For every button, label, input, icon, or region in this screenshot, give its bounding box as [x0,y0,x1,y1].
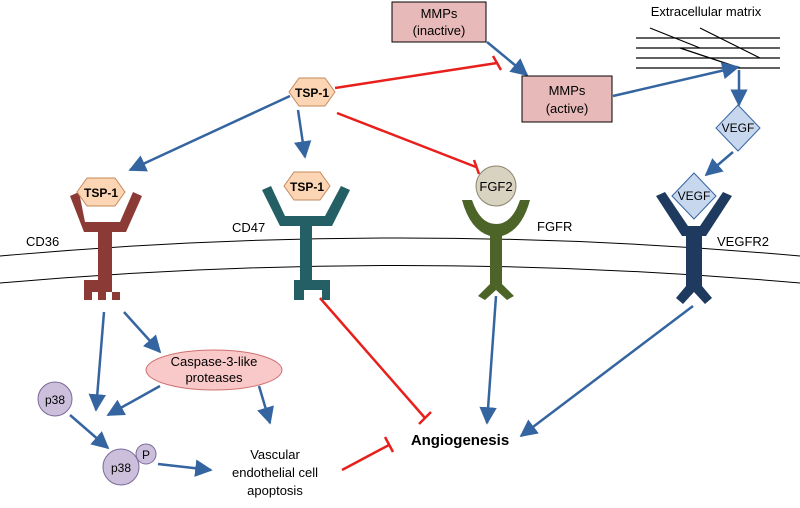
activation-arrows [69,41,748,477]
fgf2-circle: FGF2 [475,165,517,207]
phospho-group-circle [135,443,157,465]
inhibit-tsp1-mmp [334,61,498,90]
tsp1-central-hexagon: TSP-1 [288,77,336,107]
fgfr-label: FGFR [537,219,572,234]
cd47-receptor [262,186,350,300]
svg-text:P: P [142,448,150,462]
arrow-cd36-to-p38p [88,311,107,412]
inhibit-tsp1-fgf2 [336,111,477,169]
svg-text:Caspase-3-like: Caspase-3-like [171,354,258,369]
tsp1-cd47-hexagon: TSP-1 [283,171,331,201]
arrow-mmp-inactive-to-active [486,41,529,77]
membrane-inner-line [0,265,800,284]
svg-text:apoptosis: apoptosis [247,483,303,498]
svg-text:p38: p38 [111,461,131,475]
fgfr-receptor [462,200,530,300]
ecm-label: Extracellular matrix [651,4,762,19]
arrow-vegfr2-to-angiogenesis [519,305,694,438]
arrow-vegf-to-vegfr2 [704,151,734,177]
arrow-caspase-to-apoptosis [257,385,274,425]
svg-text:VEGF: VEGF [678,189,711,203]
inhibit-cd47-angiogenesis [319,297,426,419]
extracellular-matrix-lines [636,27,780,69]
svg-text:Vascular: Vascular [250,447,300,462]
svg-text:TSP-1: TSP-1 [84,186,118,200]
arrow-fgfr-to-angiogenesis [479,295,498,425]
cd47-label: CD47 [232,220,265,235]
svg-text:p38: p38 [45,393,65,407]
membrane-outer-line [0,237,800,257]
arrow-cd36-to-caspase [123,311,162,354]
arrow-p38-to-p38p [69,414,110,450]
cd36-label: CD36 [26,234,59,249]
cd36-receptor [70,192,142,300]
arrow-caspase-to-p38p [106,384,161,417]
svg-text:TSP-1: TSP-1 [295,86,329,100]
svg-text:proteases: proteases [185,370,243,385]
mmp-active-box: MMPs (active) [521,75,613,123]
svg-text:TSP-1: TSP-1 [290,180,324,194]
svg-text:endothelial cell: endothelial cell [232,465,318,480]
angiogenesis-label: Angiogenesis [411,432,509,449]
vegf-bound-diamond: VEGF [671,172,717,220]
arrow-tsp1-to-cd36 [128,94,291,172]
inhibition-lines [319,55,503,472]
arrow-tsp1-to-cd47 [294,109,312,159]
mmp-inactive-box: MMPs (inactive) [391,1,487,43]
svg-text:MMPs: MMPs [421,6,458,21]
caspase-ellipse: Caspase-3-like proteases [145,349,283,391]
svg-text:MMPs: MMPs [549,83,586,98]
tsp1-cd36-hexagon: TSP-1 [76,177,126,207]
arrow-mmp-active-to-ecm [612,62,740,98]
svg-text:(inactive): (inactive) [413,23,466,38]
svg-text:(active): (active) [546,101,589,116]
vegfr2-receptor [656,192,732,304]
vegf-free-diamond: VEGF [715,104,761,152]
svg-text:VEGF: VEGF [722,121,755,135]
p38-phospho-circle: p38 P [102,443,157,486]
inhibit-apoptosis-angiogenesis [341,443,390,472]
arrow-p38p-to-apoptosis [157,459,213,477]
p38-circle: p38 [37,381,73,417]
svg-text:FGF2: FGF2 [479,179,512,194]
vegfr2-label: VEGFR2 [717,234,769,249]
apoptosis-label: Vascular endothelial cell apoptosis [232,447,318,498]
